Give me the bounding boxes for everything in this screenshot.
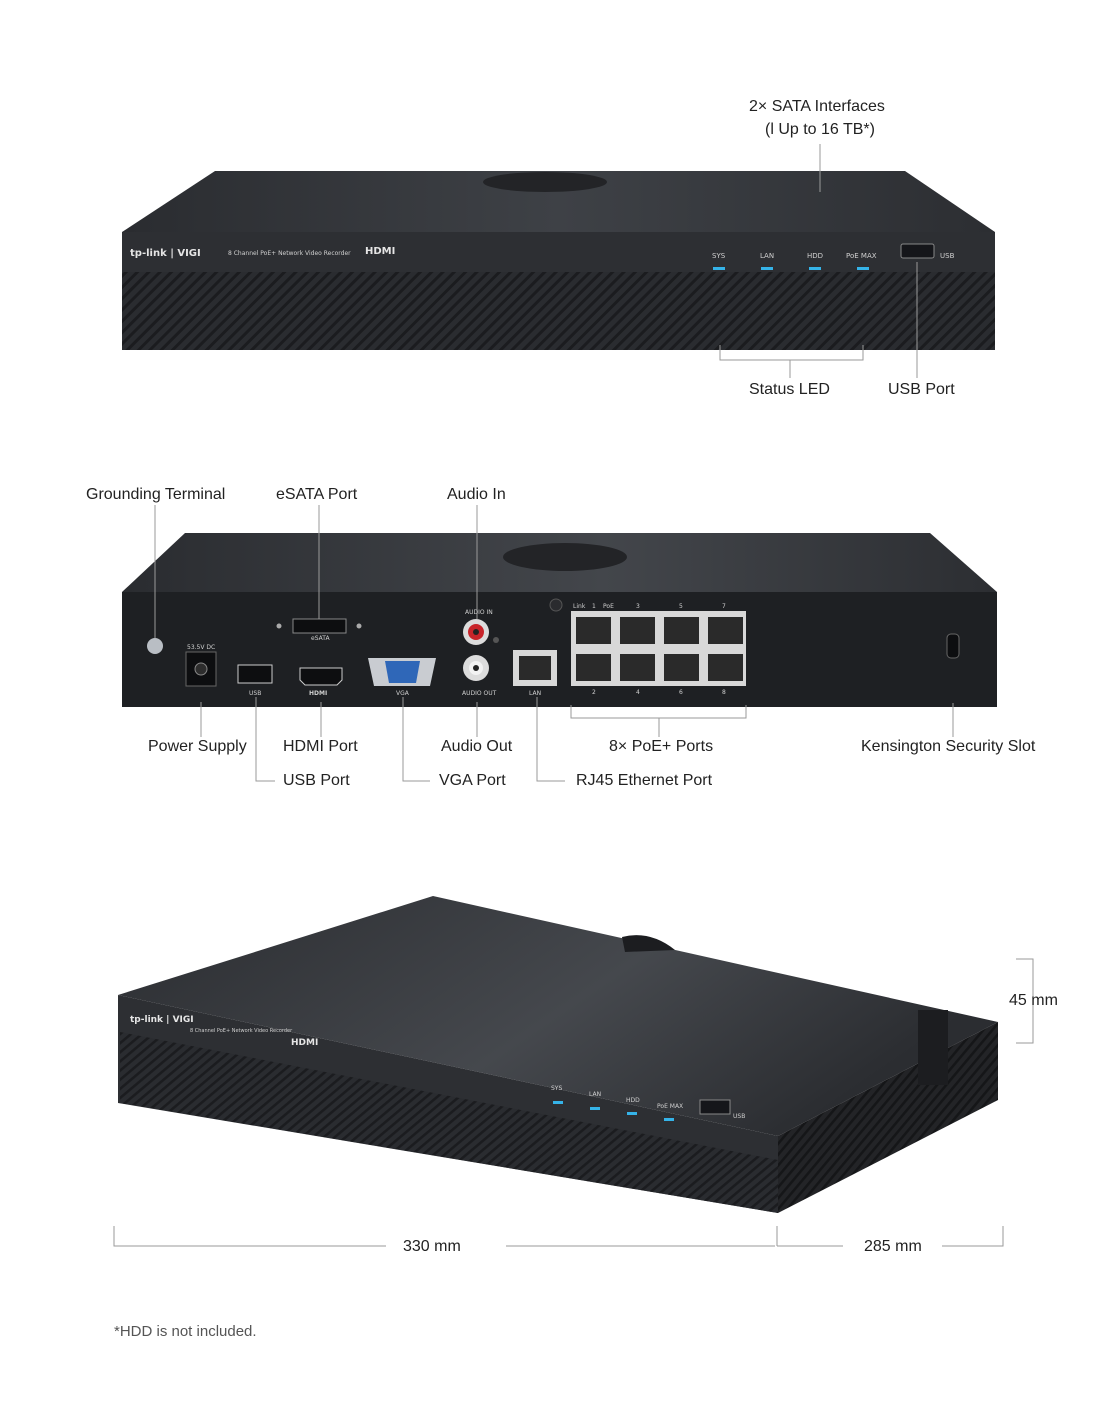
led-poe-max xyxy=(857,267,869,270)
vga-connector xyxy=(385,661,420,683)
front-brand: tp-link | VIGI xyxy=(130,248,201,259)
angled-led-label-lan: LAN xyxy=(589,1091,602,1098)
rear-usb-port xyxy=(237,664,273,684)
label-audio-in: AUDIO IN xyxy=(465,609,493,616)
label-lan: LAN xyxy=(529,690,542,697)
label-vga: VGA xyxy=(396,690,409,697)
dimension-width: 330 mm xyxy=(403,1238,461,1255)
audio-in-hole xyxy=(473,629,479,635)
label-link: Link xyxy=(573,603,586,610)
callout-audio-in: Audio In xyxy=(447,486,506,503)
label-rear-usb: USB xyxy=(249,690,262,697)
angled-hdmi-logo: HDMI xyxy=(291,1038,319,1048)
angled-led-sys xyxy=(553,1101,563,1104)
callout-kensington: Kensington Security Slot xyxy=(861,738,1036,755)
rear-top-notch xyxy=(503,543,627,571)
angled-led-label-sys: SYS xyxy=(551,1085,563,1092)
callout-sata-line2: (l Up to 16 TB*) xyxy=(765,121,875,138)
status-led-bracket xyxy=(719,345,864,361)
label-port-2: 2 xyxy=(592,689,596,696)
angled-model-text: 8 Channel PoE+ Network Video Recorder xyxy=(190,1028,293,1034)
label-esata: eSATA xyxy=(311,635,330,642)
poe-sockets xyxy=(576,617,743,681)
dimension-lines xyxy=(113,958,1034,1247)
front-grille xyxy=(122,272,995,350)
label-port-8: 8 xyxy=(722,689,726,696)
lan-port-socket xyxy=(519,656,551,680)
callout-rj45: RJ45 Ethernet Port xyxy=(576,772,713,789)
led-sys xyxy=(713,267,725,270)
dimension-height: 45 mm xyxy=(1009,992,1058,1009)
label-audio-out: AUDIO OUT xyxy=(462,690,497,697)
callout-esata: eSATA Port xyxy=(276,486,358,503)
label-port-3: 3 xyxy=(636,603,640,610)
rear-callout-lines xyxy=(154,505,954,782)
audio-out-hole xyxy=(473,665,479,671)
angled-led-label-hdd: HDD xyxy=(626,1097,640,1104)
rear-panel xyxy=(122,592,997,707)
callout-grounding: Grounding Terminal xyxy=(86,486,226,503)
reset-hole xyxy=(493,637,499,643)
rear-screw xyxy=(549,598,563,612)
esata-screw-right xyxy=(356,623,362,629)
callout-vga: VGA Port xyxy=(439,772,506,789)
callout-audio-out: Audio Out xyxy=(441,738,513,755)
front-led-label-lan: LAN xyxy=(760,252,775,260)
label-port-4: 4 xyxy=(636,689,640,696)
label-hdmi: HDMI xyxy=(309,690,328,697)
callout-status-led: Status LED xyxy=(749,381,830,398)
front-top-surface xyxy=(122,171,995,232)
angled-front-grille xyxy=(120,1032,778,1213)
kensington-slot xyxy=(946,633,960,659)
footnote: *HDD is not included. xyxy=(114,1323,257,1340)
grounding-terminal xyxy=(147,638,163,654)
angled-usb-port xyxy=(699,1099,731,1115)
angled-led-lan xyxy=(590,1107,600,1110)
dimension-depth: 285 mm xyxy=(864,1238,922,1255)
front-usb-label: USB xyxy=(940,252,955,260)
callout-front-usb: USB Port xyxy=(888,381,955,398)
front-led-label-sys: SYS xyxy=(712,252,726,260)
angled-led-hdd xyxy=(627,1112,637,1115)
callout-power: Power Supply xyxy=(148,738,247,755)
led-lan xyxy=(761,267,773,270)
front-view-drawing xyxy=(122,144,995,378)
front-panel xyxy=(122,232,995,272)
label-port-1: 1 xyxy=(592,603,596,610)
angled-usb-label: USB xyxy=(733,1113,746,1120)
esata-screw-left xyxy=(276,623,282,629)
angled-led-label-poe: PoE MAX xyxy=(657,1103,684,1110)
angled-top-notch xyxy=(622,935,675,952)
fan-vent xyxy=(918,1010,948,1085)
angled-top-surface xyxy=(118,896,998,1136)
angled-view-drawing xyxy=(113,896,1034,1247)
label-port-6: 6 xyxy=(679,689,683,696)
front-hdmi-logo: HDMI xyxy=(365,246,396,257)
callout-sata-line1: 2× SATA Interfaces xyxy=(749,98,885,115)
label-dc: 53.5V DC xyxy=(187,644,216,651)
front-led-label-poe: PoE MAX xyxy=(846,252,877,260)
front-model-text: 8 Channel PoE+ Network Video Recorder xyxy=(228,250,351,257)
angled-led-poe-max xyxy=(664,1118,674,1121)
callout-rear-usb: USB Port xyxy=(283,772,350,789)
label-poe: PoE xyxy=(603,603,614,610)
rear-view-drawing xyxy=(122,505,997,782)
angled-brand: tp-link | VIGI xyxy=(130,1015,194,1025)
callout-poe-ports: 8× PoE+ Ports xyxy=(609,738,714,755)
front-led-label-hdd: HDD xyxy=(807,252,824,260)
label-port-7: 7 xyxy=(722,603,726,610)
callout-hdmi: HDMI Port xyxy=(283,738,358,755)
led-hdd xyxy=(809,267,821,270)
power-jack-hole xyxy=(194,662,208,676)
front-usb-port xyxy=(900,243,935,259)
label-port-5: 5 xyxy=(679,603,683,610)
front-top-notch xyxy=(483,172,607,192)
hdmi-port xyxy=(299,667,343,686)
